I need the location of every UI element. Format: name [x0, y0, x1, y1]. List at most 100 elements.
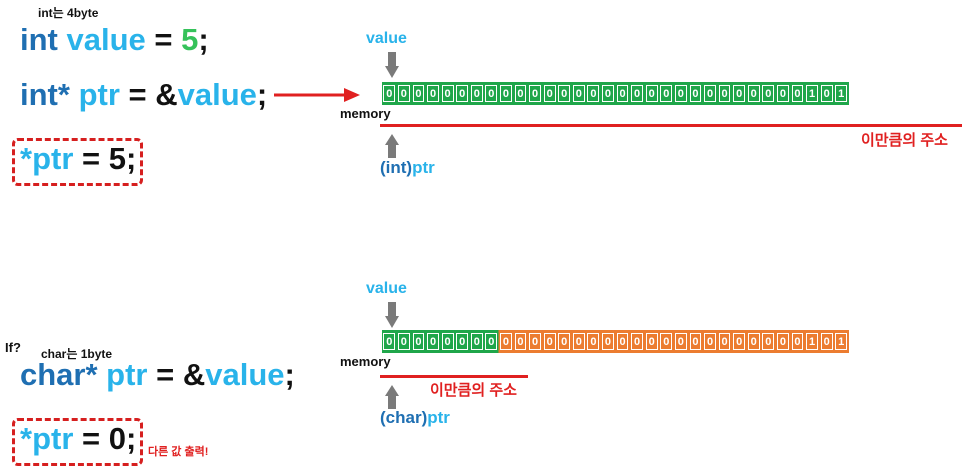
code-line-char-ptr-decl: char* ptr = &value; — [20, 357, 295, 393]
memory-label: memory — [340, 106, 391, 121]
memory-bit-cell: 0 — [427, 85, 439, 102]
memory-bit-cell: 0 — [602, 333, 614, 350]
memory-bit-cell: 0 — [674, 333, 687, 350]
memory-bit-cell: 0 — [674, 85, 687, 102]
red-right-arrow-icon — [274, 88, 360, 102]
semicolon: ; — [126, 421, 137, 456]
memory-bit-cell: 0 — [485, 333, 498, 350]
cast-type: (char) — [380, 408, 428, 427]
memory-bit-cell: 0 — [718, 85, 731, 102]
pointer-cast-label: (int)ptr — [380, 158, 435, 178]
pointer-name: ptr — [412, 158, 435, 177]
memory-bit-cell: 1 — [835, 85, 848, 102]
memory-bit-cell: 0 — [762, 85, 775, 102]
semicolon: ; — [198, 22, 209, 57]
memory-bit-cell: 0 — [412, 333, 425, 350]
assign-operator: = — [82, 421, 101, 456]
assign-operator: = — [154, 22, 173, 57]
memory-bit-cell: 0 — [383, 85, 396, 102]
up-arrow-icon — [385, 134, 399, 158]
memory-bit-cell: 0 — [704, 333, 716, 350]
number-literal: 5 — [108, 141, 127, 176]
memory-bit-cell: 0 — [820, 85, 833, 102]
semicolon: ; — [256, 77, 268, 112]
memory-bit-cell: 0 — [441, 333, 454, 350]
memory-bit-cell: 1 — [806, 333, 818, 350]
memory-bit-cell: 0 — [456, 85, 469, 102]
address-range-line — [380, 124, 962, 127]
memory-bit-cell: 0 — [587, 85, 600, 102]
value-label: value — [366, 280, 407, 297]
memory-bit-cell: 0 — [631, 333, 644, 350]
address-operator: & — [182, 357, 206, 392]
memory-bit-cell: 0 — [616, 333, 629, 350]
code-line-ptr-decl: int* ptr = &value; — [20, 77, 267, 113]
memory-bit-cell: 0 — [645, 85, 658, 102]
highlight-box-deref-2 — [12, 418, 143, 466]
variable-name: value — [66, 22, 146, 57]
different-output-note: 다른 값 출력! — [148, 446, 209, 458]
variable-name: ptr — [32, 421, 74, 456]
memory-bit-cell: 0 — [456, 333, 469, 350]
down-arrow-icon — [385, 302, 399, 328]
address-range-label: 이만큼의 주소 — [430, 382, 517, 399]
memory-bit-cell: 0 — [514, 333, 527, 350]
memory-bit-cell: 0 — [747, 333, 760, 350]
memory-bit-cell: 0 — [572, 85, 585, 102]
memory-bit-cell: 1 — [806, 85, 818, 102]
memory-bit-cell: 0 — [718, 333, 731, 350]
memory-bit-cell: 0 — [587, 333, 600, 350]
memory-bit-cell: 0 — [631, 85, 644, 102]
code-line-int-value: int value = 5; — [20, 22, 209, 58]
number-literal: 5 — [181, 22, 199, 57]
memory-bit-cell: 0 — [777, 333, 789, 350]
memory-bit-cell: 0 — [747, 85, 760, 102]
memory-bit-cell: 0 — [441, 85, 454, 102]
target-name: value — [177, 77, 257, 112]
cast-type: (int) — [380, 158, 413, 177]
semicolon: ; — [126, 141, 137, 176]
memory-bit-cell: 0 — [704, 85, 716, 102]
memory-bit-cell: 0 — [733, 333, 746, 350]
address-range-label: 이만큼의 주소 — [861, 132, 948, 149]
variable-name: ptr — [78, 77, 120, 112]
memory-bit-cell: 0 — [543, 333, 556, 350]
code-line-deref-assign-zero: *ptr = 0; — [20, 421, 136, 457]
memory-bit-cell: 0 — [529, 85, 541, 102]
memory-bit-cell: 0 — [397, 85, 410, 102]
type-keyword: char* — [20, 357, 98, 392]
memory-bit-cell: 0 — [602, 85, 614, 102]
address-operator: & — [155, 77, 178, 112]
memory-bit-cell: 1 — [835, 333, 848, 350]
deref-star: * — [20, 421, 33, 456]
memory-bit-cell: 0 — [558, 85, 571, 102]
int-size-note: int는 4byte — [38, 6, 99, 20]
memory-bit-cell: 0 — [820, 333, 833, 350]
target-name: value — [205, 357, 285, 392]
pointer-cast-label: (char)ptr — [380, 408, 450, 428]
type-keyword: int* — [20, 77, 70, 112]
memory-bit-cell: 0 — [514, 85, 527, 102]
memory-bit-cell: 0 — [485, 85, 498, 102]
assign-operator: = — [156, 357, 175, 392]
highlight-box-deref-1 — [12, 138, 143, 186]
address-range-line — [380, 375, 528, 378]
memory-bit-cell: 0 — [733, 85, 746, 102]
memory-bit-cell: 0 — [791, 333, 804, 350]
memory-bit-cell: 0 — [689, 333, 702, 350]
memory-bit-cell: 0 — [762, 333, 775, 350]
memory-bit-cell: 0 — [660, 333, 673, 350]
memory-bit-cell: 0 — [427, 333, 439, 350]
memory-bit-cell: 0 — [777, 85, 789, 102]
memory-bit-cell: 0 — [558, 333, 571, 350]
memory-bit-cell: 0 — [470, 333, 483, 350]
number-literal: 0 — [108, 421, 127, 456]
value-label: value — [366, 30, 407, 47]
char-size-note: char는 1byte — [41, 347, 113, 361]
semicolon: ; — [284, 357, 295, 392]
memory-bit-cell: 0 — [397, 333, 410, 350]
if-label: If? — [5, 340, 21, 355]
memory-bit-cell: 0 — [572, 333, 585, 350]
